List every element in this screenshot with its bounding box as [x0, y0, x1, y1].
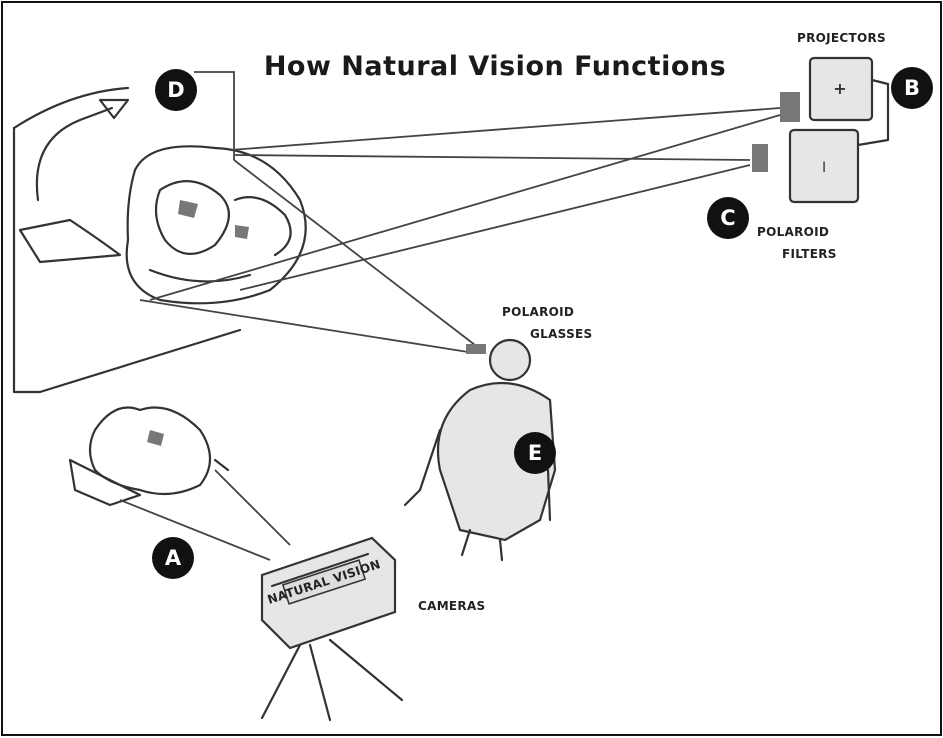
marker-a: A — [152, 537, 194, 579]
marker-c: C — [707, 197, 749, 239]
svg-text:+: + — [833, 79, 846, 98]
projected-scene — [20, 146, 306, 303]
label-projectors: PROJECTORS — [797, 31, 886, 45]
marker-a-letter: A — [165, 546, 182, 570]
svg-text:I: I — [822, 160, 826, 176]
label-cameras: CAMERAS — [418, 599, 486, 613]
marker-b-letter: B — [904, 76, 920, 100]
projection-ray-1 — [230, 108, 780, 150]
diagram-title: How Natural Vision Functions — [264, 51, 726, 82]
projection-ray-3 — [150, 115, 780, 300]
label-polaroid-glasses-line1: POLAROID — [502, 305, 574, 319]
stereo-camera: NATURAL VISION — [262, 538, 402, 720]
curved-arrow — [37, 108, 112, 200]
projection-ray-4 — [240, 165, 750, 290]
marker-d-letter: D — [167, 78, 184, 102]
filmed-scene — [70, 408, 290, 561]
label-polaroid-filters-line2: FILTERS — [782, 247, 837, 261]
marker-c-letter: C — [720, 206, 735, 230]
marker-d: D — [155, 69, 197, 111]
marker-b: B — [891, 67, 933, 109]
marker-e-letter: E — [528, 441, 542, 465]
viewer-ray-1 — [234, 160, 475, 345]
viewer-ray-2 — [140, 300, 468, 352]
arrow-head — [100, 100, 128, 118]
projection-ray-2 — [235, 155, 750, 160]
marker-e: E — [514, 432, 556, 474]
label-polaroid-glasses-line2: GLASSES — [530, 327, 592, 341]
label-polaroid-filters-line1: POLAROID — [757, 225, 829, 239]
projectors: + I — [752, 58, 888, 202]
